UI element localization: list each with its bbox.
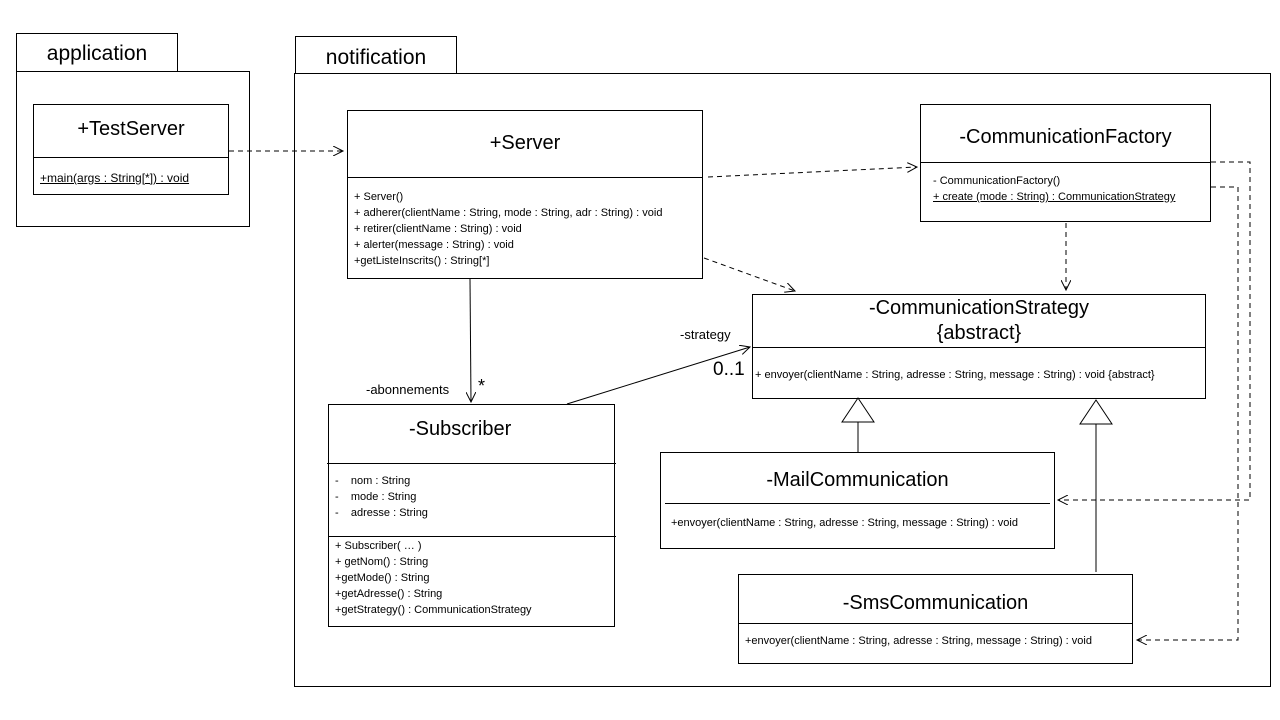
multiplicity-abonnements: *: [478, 376, 486, 396]
class-mail-communication-name: -MailCommunication: [766, 469, 949, 491]
class-server-op: + retirer(clientName : String) : void: [354, 223, 522, 235]
class-communication-strategy-name: -CommunicationStrategy: [868, 297, 1090, 319]
class-subscriber-attr: - adresse : String: [335, 507, 428, 519]
class-subscriber-attr: - nom : String: [335, 475, 411, 487]
class-server-op: +getListeInscrits() : String[*]: [354, 255, 490, 267]
class-communication-strategy-op-envoyer: + envoyer(clientName : String, adresse :…: [755, 369, 1155, 381]
class-test-server-divider: [34, 157, 228, 158]
class-sms-communication-divider: [739, 623, 1132, 624]
class-subscriber-name: -Subscriber: [409, 418, 512, 440]
role-strategy: -strategy: [680, 327, 731, 342]
package-application-name: application: [46, 42, 148, 65]
class-test-server-name: +TestServer: [77, 118, 185, 140]
class-subscriber: -Subscriber - nom : String - mode : Stri…: [327, 404, 616, 627]
class-subscriber-op: + getNom() : String: [335, 556, 429, 568]
class-subscriber-divider-ops: [329, 536, 616, 537]
class-server: +Server + Server() + adherer(clientName …: [347, 110, 703, 279]
class-subscriber-attr: - mode : String: [335, 491, 417, 503]
package-notification-tab: notification: [295, 36, 457, 75]
class-mail-communication-op-envoyer: +envoyer(clientName : String, adresse : …: [671, 517, 1018, 529]
class-communication-factory-divider: [921, 162, 1210, 163]
class-subscriber-divider-attrs: [327, 463, 616, 464]
class-communication-strategy: -CommunicationStrategy {abstract} + envo…: [752, 294, 1206, 399]
class-subscriber-op: +getAdresse() : String: [335, 588, 443, 600]
role-abonnements: -abonnements: [366, 382, 450, 397]
package-notification-name: notification: [325, 46, 427, 69]
class-sms-communication-op-envoyer: +envoyer(clientName : String, adresse : …: [745, 635, 1092, 647]
class-communication-factory: -CommunicationFactory - CommunicationFac…: [920, 104, 1211, 222]
class-communication-strategy-stereotype: {abstract}: [936, 322, 1022, 344]
class-sms-communication-name: -SmsCommunication: [842, 592, 1029, 614]
class-server-op: + adherer(clientName : String, mode : St…: [354, 207, 663, 219]
class-server-name: +Server: [489, 132, 561, 154]
package-application-tab: application: [16, 33, 178, 72]
class-subscriber-op: +getStrategy() : CommunicationStrategy: [335, 604, 532, 616]
class-mail-communication-divider: [665, 503, 1050, 504]
class-test-server-op-main: +main(args : String[*]) : void: [40, 171, 190, 185]
class-subscriber-op: + Subscriber( … ): [335, 540, 422, 552]
class-sms-communication: -SmsCommunication +envoyer(clientName : …: [738, 574, 1133, 664]
class-communication-factory-op-create: + create (mode : String) : Communication…: [933, 191, 1176, 203]
class-communication-factory-op: - CommunicationFactory(): [933, 175, 1061, 187]
class-server-op: + alerter(message : String) : void: [354, 239, 514, 251]
class-communication-factory-name: -CommunicationFactory: [959, 126, 1172, 148]
multiplicity-strategy: 0..1: [713, 359, 745, 380]
class-server-divider: [348, 177, 702, 178]
class-server-op: + Server(): [354, 191, 404, 203]
class-test-server: +TestServer +main(args : String[*]) : vo…: [33, 104, 229, 195]
class-subscriber-op: +getMode() : String: [335, 572, 430, 584]
class-communication-strategy-divider: [753, 347, 1205, 348]
class-mail-communication: -MailCommunication +envoyer(clientName :…: [660, 452, 1055, 549]
